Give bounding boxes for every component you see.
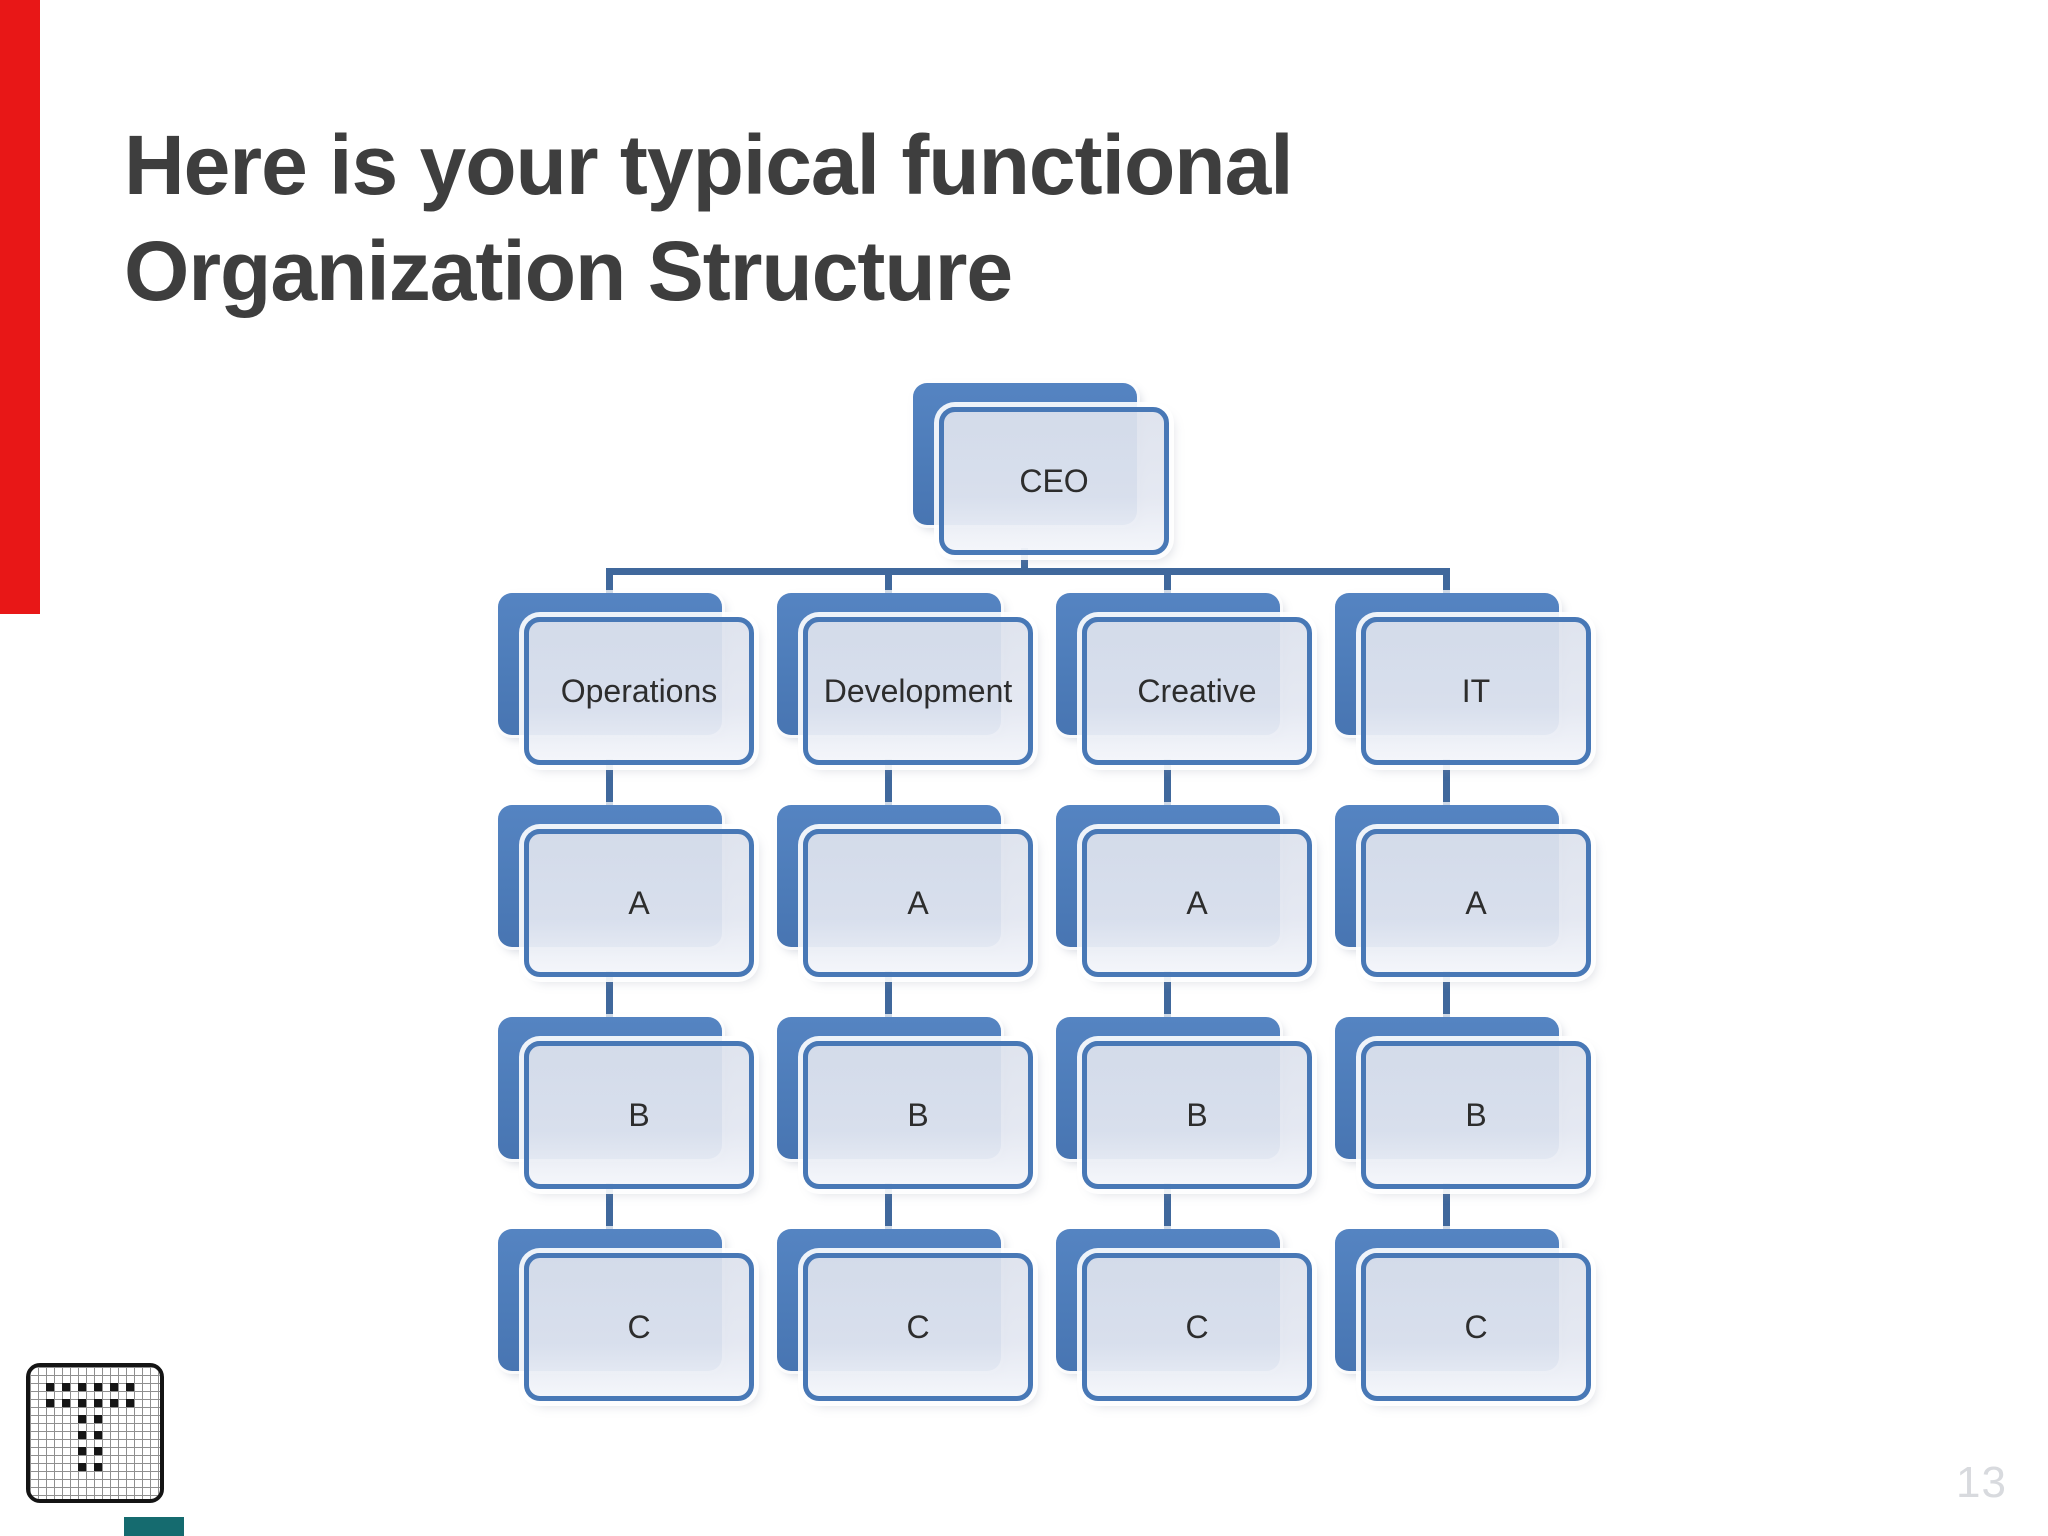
pixel-t-logo	[26, 1363, 164, 1503]
node-card: IT	[1361, 617, 1591, 765]
logo-pixel	[94, 1463, 102, 1471]
org-node-development-b: B	[777, 1017, 1033, 1189]
logo-pixel	[62, 1399, 70, 1407]
logo-pixel	[94, 1399, 102, 1407]
node-label: C	[627, 1308, 651, 1345]
node-label: Creative	[1137, 672, 1257, 709]
logo-pixel	[78, 1415, 86, 1423]
logo-pixel	[62, 1383, 70, 1391]
org-node-operations: Operations	[498, 593, 754, 765]
connector-stub	[1443, 971, 1450, 1023]
node-card: A	[1082, 829, 1312, 977]
connector-ceo-stub	[1021, 548, 1028, 572]
page-number: 13	[1956, 1458, 2007, 1507]
org-node-operations-a: A	[498, 805, 754, 977]
node-label: Operations	[560, 672, 718, 709]
connector-stub	[606, 971, 613, 1023]
connector-drop	[1164, 568, 1171, 598]
node-label: C	[1185, 1308, 1209, 1345]
slide-title-line-2: Organization Structure	[124, 224, 1013, 318]
connector-stub	[1164, 971, 1171, 1023]
connector-drop	[885, 568, 892, 598]
node-label: CEO	[1019, 462, 1089, 499]
org-node-operations-b: B	[498, 1017, 754, 1189]
connector-stub	[1164, 1183, 1171, 1235]
connector-stub	[1443, 759, 1450, 811]
node-label: B	[628, 1096, 650, 1133]
node-card: A	[524, 829, 754, 977]
node-label: Development	[823, 672, 1013, 709]
connector-stub	[885, 1183, 892, 1235]
logo-pixel	[78, 1431, 86, 1439]
node-card: CEO	[939, 407, 1169, 555]
connector-stub	[606, 1183, 613, 1235]
node-card: B	[803, 1041, 1033, 1189]
logo-pixel	[78, 1399, 86, 1407]
node-label: A	[628, 884, 650, 921]
node-card: C	[803, 1253, 1033, 1401]
connector-drop	[1443, 568, 1450, 598]
logo-pixel	[94, 1383, 102, 1391]
logo-pixel	[78, 1463, 86, 1471]
logo-grid	[30, 1367, 160, 1499]
node-label: C	[906, 1308, 930, 1345]
logo-pixel	[78, 1383, 86, 1391]
connector-stub	[1164, 759, 1171, 811]
slide-title: Here is your typical functional Organiza…	[124, 112, 1294, 324]
teal-accent-bar	[124, 1517, 184, 1536]
logo-pixel	[46, 1383, 54, 1391]
node-label: IT	[1461, 672, 1491, 709]
logo-pixel	[46, 1399, 54, 1407]
logo-pixel	[94, 1447, 102, 1455]
node-label: B	[1186, 1096, 1208, 1133]
node-card: B	[1082, 1041, 1312, 1189]
node-label: C	[1464, 1308, 1488, 1345]
connector-drop	[606, 568, 613, 598]
connector-rail	[606, 568, 1450, 575]
org-node-development: Development	[777, 593, 1033, 765]
org-node-operations-c: C	[498, 1229, 754, 1401]
logo-pixel	[94, 1431, 102, 1439]
slide-title-line-1: Here is your typical functional	[124, 118, 1294, 212]
org-node-it: IT	[1335, 593, 1591, 765]
org-node-creative: Creative	[1056, 593, 1312, 765]
node-label: A	[1465, 884, 1487, 921]
node-label: A	[907, 884, 929, 921]
node-card: B	[1361, 1041, 1591, 1189]
logo-pixel	[78, 1447, 86, 1455]
node-card: C	[1361, 1253, 1591, 1401]
logo-pixel	[126, 1399, 134, 1407]
logo-pixel	[126, 1383, 134, 1391]
node-card: C	[1082, 1253, 1312, 1401]
org-node-it-c: C	[1335, 1229, 1591, 1401]
node-card: B	[524, 1041, 754, 1189]
node-label: A	[1186, 884, 1208, 921]
org-node-creative-b: B	[1056, 1017, 1312, 1189]
org-node-creative-a: A	[1056, 805, 1312, 977]
org-node-it-b: B	[1335, 1017, 1591, 1189]
logo-pixel	[94, 1415, 102, 1423]
org-node-development-c: C	[777, 1229, 1033, 1401]
node-card: A	[1361, 829, 1591, 977]
red-accent-bar	[0, 0, 40, 614]
node-label: B	[1465, 1096, 1487, 1133]
connector-stub	[1443, 1183, 1450, 1235]
org-node-creative-c: C	[1056, 1229, 1312, 1401]
node-card: Creative	[1082, 617, 1312, 765]
node-card: Operations	[524, 617, 754, 765]
logo-pixel	[110, 1399, 118, 1407]
node-card: Development	[803, 617, 1033, 765]
node-label: B	[907, 1096, 929, 1133]
org-node-ceo: CEO	[913, 383, 1169, 555]
org-node-it-a: A	[1335, 805, 1591, 977]
connector-stub	[606, 759, 613, 811]
org-node-development-a: A	[777, 805, 1033, 977]
connector-stub	[885, 759, 892, 811]
connector-stub	[885, 971, 892, 1023]
logo-pixel	[110, 1383, 118, 1391]
node-card: A	[803, 829, 1033, 977]
node-card: C	[524, 1253, 754, 1401]
